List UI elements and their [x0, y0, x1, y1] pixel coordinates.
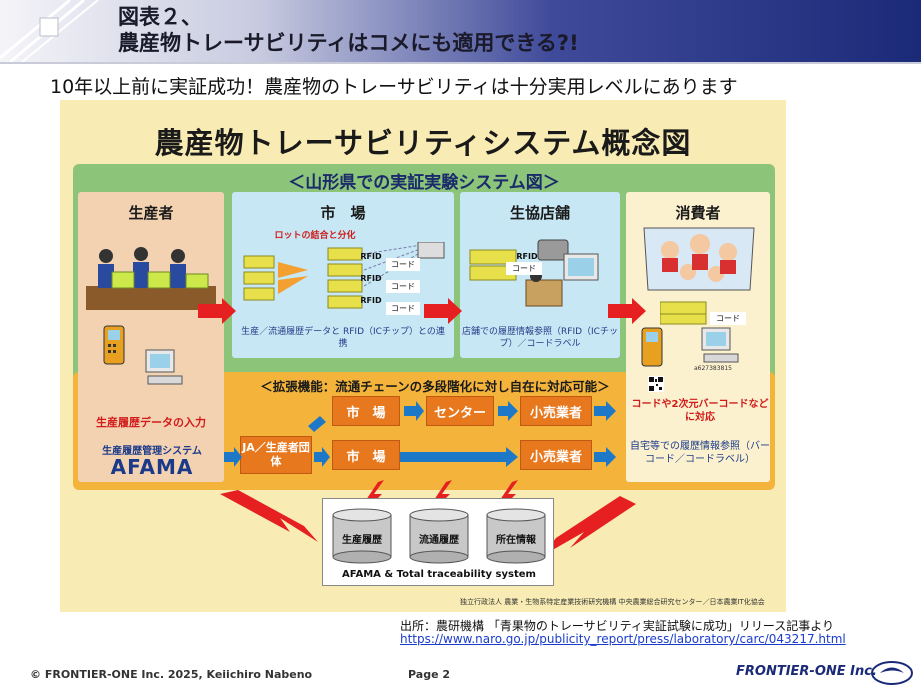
ext-center-box: センター — [426, 396, 494, 426]
slide-title: 図表２、 農産物トレーサビリティはコメにも適用できる?! — [118, 4, 579, 56]
consumer-home-note: 自宅等での履歴情報参照（バーコード／コードラベル） — [630, 441, 770, 465]
ext-retailer-box-1: 小売業者 — [520, 396, 592, 426]
brand-logo-icon — [871, 661, 913, 685]
ext-retailer-box-2: 小売業者 — [520, 440, 592, 470]
rfid-tag-2: RFID — [360, 274, 382, 283]
database-label-location: 所在情報 — [496, 535, 536, 546]
traceability-diagram: 農産物トレーサビリティシステム概念図 ＜山形県での実証実験システム図＞ 生産者 … — [60, 100, 786, 612]
lightning-bolts — [220, 480, 636, 556]
database-location: 所在情報 — [485, 507, 547, 565]
consumer-heading: 消費者 — [675, 204, 721, 222]
database-cylinder-icon — [409, 508, 469, 564]
computer-icon — [145, 349, 183, 385]
mobile-phone-icon — [103, 325, 125, 365]
footer-brand: FRONTIER-ONE Inc. — [736, 664, 877, 679]
flow-arrows-top — [198, 298, 646, 324]
diagram-title: 農産物トレーサビリティシステム概念図 — [154, 126, 692, 160]
farmers-illustration — [86, 247, 216, 310]
market-caption: 生産／流通履歴データと RFID（ICチップ）との連携 — [241, 327, 445, 349]
extension-flow-arrows — [224, 401, 616, 467]
producer-input-label: 生産履歴データの入力 — [96, 416, 206, 429]
source-text: 出所：農研機構 「青果物のトレーサビリティ実証試験に成功」リリース記事より — [400, 619, 835, 633]
ext-market-box-2: 市 場 — [332, 440, 400, 470]
slide-header: 図表２、 農産物トレーサビリティはコメにも適用できる?! — [0, 0, 921, 62]
diagram-credit: 独立行政法人 農業・生物系特定産業技術研究機構 中央農業総合研究センター／日本農… — [460, 598, 765, 606]
demo-system-title: ＜山形県での実証実験システム図＞ — [288, 173, 560, 193]
consumer-phone-icon — [641, 327, 663, 367]
database-cylinder-icon — [486, 508, 546, 564]
database-label-distribution: 流通履歴 — [419, 535, 459, 546]
code-tag-3: コード — [386, 302, 420, 315]
coop-code-tag: コード — [506, 262, 542, 275]
database-caption: AFAMA & Total traceability system — [342, 569, 536, 580]
header-rule — [0, 62, 921, 64]
ext-ja-box: JA／生産者団体 — [240, 436, 312, 474]
market-heading: 市 場 — [320, 204, 366, 222]
consumer-computer-icon — [701, 327, 739, 363]
barcode-number: a627383815 — [693, 365, 733, 372]
consumer-product-icon — [660, 301, 707, 325]
page-number: Page 2 — [408, 668, 451, 681]
coop-caption: 店舗での履歴情報参照（RFID（ICチップ）／コードラベル — [462, 327, 618, 349]
store-illustration — [469, 239, 599, 307]
rfid-tag-3: RFID — [360, 296, 382, 305]
rfid-tag-1: RFID — [360, 252, 382, 261]
database-block: 生産履歴 流通履歴 所在情報 AFAMA & Total traceabilit… — [322, 498, 554, 586]
code-tag-1: コード — [386, 258, 420, 271]
slide-subtitle: 10年以上前に実証成功！農産物のトレーサビリティは十分実用レベルにあります — [50, 76, 738, 98]
family-illustration — [643, 227, 755, 291]
code-tag-2: コード — [386, 280, 420, 293]
producer-column — [78, 192, 224, 482]
qr-code-icon — [648, 376, 664, 392]
lot-merge-label: ロットの結合と分化 — [274, 231, 356, 241]
ext-market-box-1: 市 場 — [332, 396, 400, 426]
database-distribution: 流通履歴 — [408, 507, 470, 565]
header-decoration-icon — [0, 0, 99, 62]
afama-logo: AFAMA — [110, 455, 194, 479]
source-link[interactable]: https://www.naro.go.jp/publicity_report/… — [400, 632, 846, 646]
producer-heading: 生産者 — [128, 204, 174, 222]
database-cylinder-icon — [332, 508, 392, 564]
footer-copyright: © FRONTIER-ONE Inc. 2025, Keiichiro Nabe… — [30, 668, 313, 681]
coop-rfid-tag: RFID — [516, 252, 538, 261]
extension-title: ＜拡張機能：流通チェーンの多段階化に対し自在に対応可能＞ — [260, 379, 610, 394]
coop-heading: 生協店舗 — [509, 204, 570, 222]
title-text: 農産物トレーサビリティはコメにも適用できる?! — [118, 31, 579, 55]
consumer-code-note: コードや2次元バーコードなどに対応 — [631, 399, 769, 423]
figure-number: 図表２、 — [118, 5, 202, 29]
afama-system-label: 生産履歴管理システム — [102, 446, 202, 457]
database-label-production: 生産履歴 — [342, 535, 382, 546]
database-production: 生産履歴 — [331, 507, 393, 565]
consumer-code-tag: コード — [710, 312, 746, 325]
